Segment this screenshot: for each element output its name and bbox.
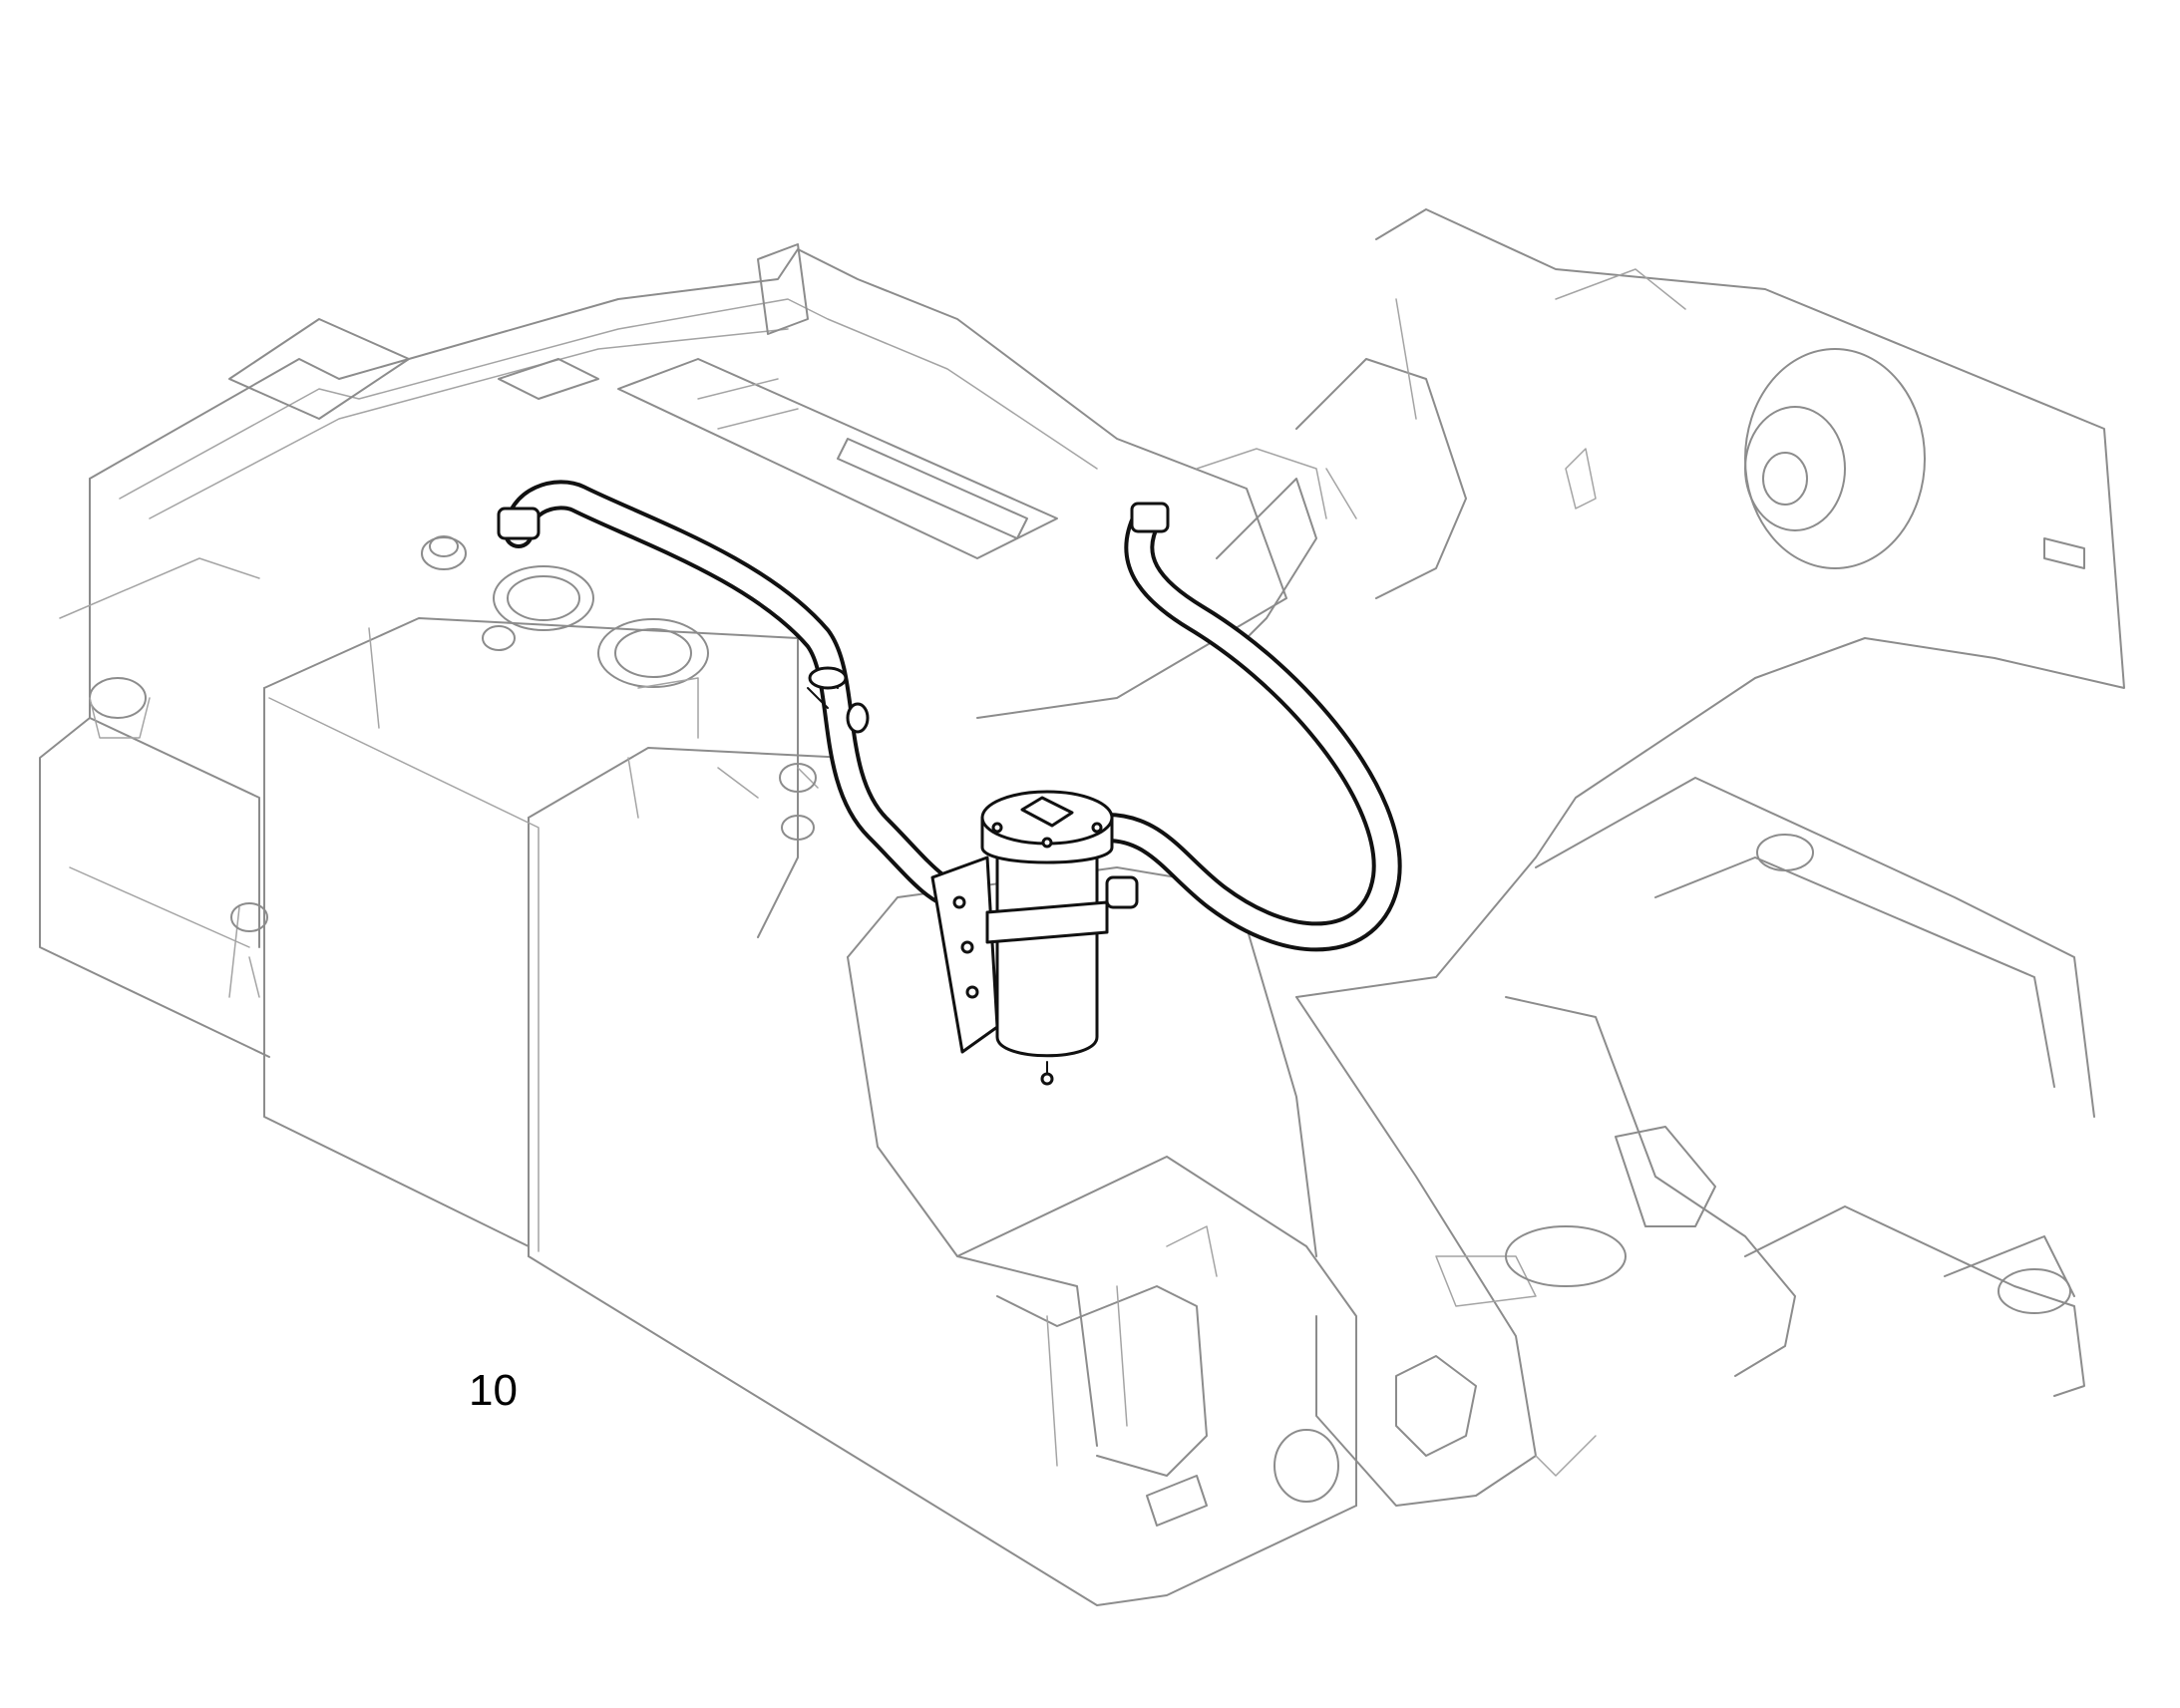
callout-item-10: 10 bbox=[469, 1366, 518, 1415]
hose-fitting-tank bbox=[497, 507, 541, 540]
hose-clamp bbox=[808, 666, 848, 690]
machine-frame bbox=[39, 208, 2125, 1606]
hydraulic-filter bbox=[930, 790, 1139, 1086]
filter-clamp-band bbox=[985, 900, 1109, 944]
filter-canister bbox=[995, 836, 1099, 1058]
filter-drain-plug bbox=[1040, 1072, 1054, 1086]
hydraulic-hose-assembly bbox=[497, 480, 1402, 952]
filter-cap-handle bbox=[1020, 796, 1074, 828]
hose-fitting-upper bbox=[1130, 502, 1170, 533]
hose-clip bbox=[846, 702, 870, 734]
filter-mounting-bracket bbox=[930, 855, 999, 1054]
